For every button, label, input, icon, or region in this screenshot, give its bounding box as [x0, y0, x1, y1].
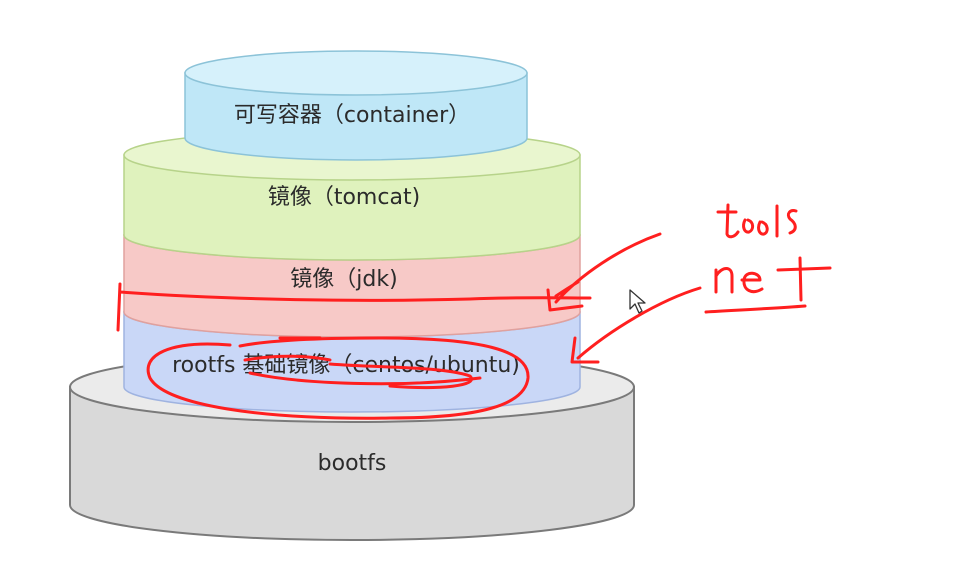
- annotation-inner-loop: [328, 362, 474, 390]
- annotation-word-net: [704, 256, 832, 314]
- tomcat-label: 镜像（tomcat): [268, 185, 420, 210]
- annotation-rootfs-circle: [146, 336, 530, 420]
- tomcat-body: [123, 154, 581, 261]
- bootfs-body: [69, 386, 635, 541]
- annotation-horizontal-line: [116, 282, 592, 332]
- annotation-rootfs-underline: [243, 336, 482, 386]
- container-label: 可写容器（container）: [234, 103, 470, 128]
- annotation-word-tools: [716, 203, 798, 239]
- annotation-arrow-rootfs: [570, 286, 702, 364]
- bootfs-label: bootfs: [318, 451, 387, 476]
- layer-container: 可写容器（container）: [184, 50, 528, 161]
- annotation-arrow-jdk: [546, 232, 662, 312]
- jdk-label: 镜像（jdk): [290, 267, 397, 292]
- rootfs-body: [123, 311, 581, 413]
- container-top: [184, 50, 528, 96]
- container-body: [184, 72, 528, 161]
- mouse-pointer-icon: [629, 289, 646, 314]
- red-annotations: [116, 203, 832, 420]
